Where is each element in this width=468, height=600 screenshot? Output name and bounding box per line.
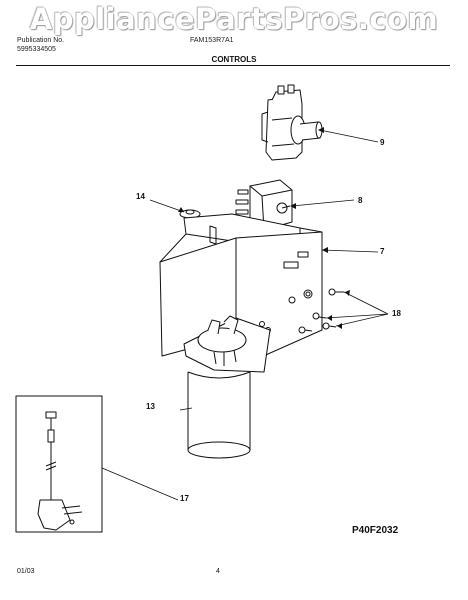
- leader-lines: [101, 129, 389, 501]
- control-bracket-part: [159, 213, 323, 373]
- callout-9: 9: [380, 138, 385, 147]
- screws-part: [298, 288, 344, 334]
- diagram-code: P40F2032: [352, 525, 399, 536]
- power-cord-part: [15, 395, 103, 533]
- publication-label: Publication No.: [17, 37, 65, 44]
- footer-date: 01/03: [17, 568, 35, 575]
- callout-18: 18: [392, 309, 401, 318]
- callout-13: 13: [146, 402, 155, 411]
- callout-8: 8: [358, 196, 363, 205]
- callout-17: 17: [180, 494, 189, 503]
- header-divider: [16, 65, 450, 66]
- model-label: FAM153R7A1: [190, 37, 234, 44]
- publication-number: 5995334505: [17, 46, 56, 53]
- knob-part: [179, 209, 201, 228]
- watermark: AppliancePartsPros.com: [29, 2, 439, 36]
- callout-7: 7: [380, 247, 385, 256]
- control-switch-part: [261, 84, 323, 161]
- section-title: CONTROLS: [211, 55, 257, 64]
- capacitor-part: [187, 371, 251, 459]
- callout-14: 14: [136, 192, 145, 201]
- selector-switch-part: [235, 179, 293, 231]
- footer-page-number: 4: [216, 568, 220, 575]
